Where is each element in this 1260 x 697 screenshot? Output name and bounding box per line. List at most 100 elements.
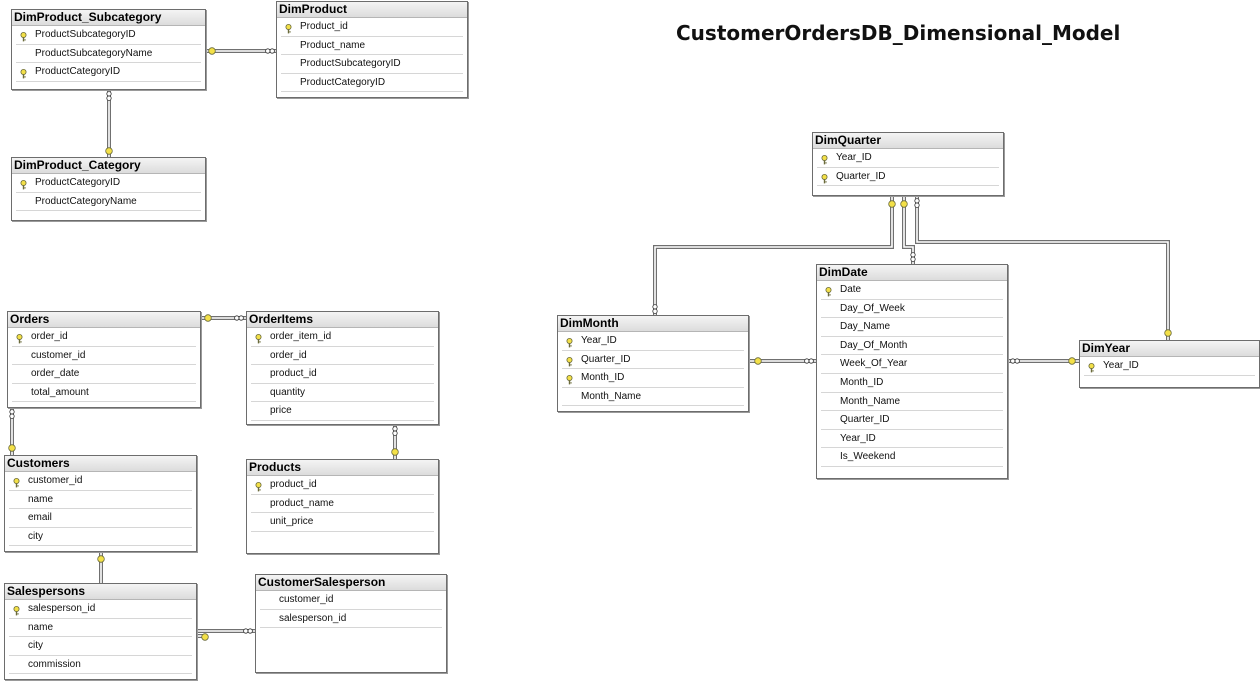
column-row[interactable]: Day_Of_Week <box>821 300 1003 319</box>
column-row[interactable]: Month_Name <box>821 393 1003 412</box>
column-row[interactable]: name <box>9 491 192 510</box>
column-row[interactable]: product_id <box>251 476 434 495</box>
column-row[interactable]: city <box>9 637 192 656</box>
column-row[interactable]: Quarter_ID <box>817 168 999 187</box>
key-endpoint-icon <box>204 314 212 322</box>
column-row[interactable]: Year_ID <box>821 430 1003 449</box>
column-row[interactable]: Day_Of_Month <box>821 337 1003 356</box>
primary-key-icon <box>565 337 574 348</box>
table-header[interactable]: DimProduct <box>277 2 467 18</box>
column-row[interactable]: Product_id <box>281 18 463 37</box>
column-name: Month_ID <box>840 376 884 388</box>
column-row[interactable]: Date <box>821 281 1003 300</box>
primary-key-icon <box>565 374 574 385</box>
primary-key-icon <box>820 154 829 165</box>
column-name: city <box>28 530 43 542</box>
column-row[interactable]: ProductCategoryID <box>16 63 201 82</box>
column-name: email <box>28 512 52 524</box>
table-header[interactable]: DimDate <box>817 265 1007 281</box>
primary-key-icon <box>1087 362 1096 373</box>
column-name: ProductCategoryID <box>35 177 121 188</box>
many-endpoint-icon <box>808 358 814 364</box>
column-name: Month_Name <box>581 390 642 402</box>
primary-key-icon <box>284 23 293 34</box>
column-row[interactable]: order_date <box>12 365 196 384</box>
table-header[interactable]: Orders <box>8 312 200 328</box>
table-header[interactable]: CustomerSalesperson <box>256 575 446 591</box>
column-row[interactable]: commission <box>9 656 192 675</box>
many-endpoint-icon <box>234 315 240 321</box>
column-row[interactable]: quantity <box>251 384 434 403</box>
table-header[interactable]: DimProduct_Subcategory <box>12 10 205 26</box>
column-row[interactable]: Year_ID <box>562 332 744 351</box>
column-row[interactable]: Is_Weekend <box>821 448 1003 467</box>
column-row[interactable]: Year_ID <box>817 149 999 168</box>
column-row[interactable]: total_amount <box>12 384 196 403</box>
column-row[interactable]: unit_price <box>251 513 434 532</box>
primary-key-icon <box>15 333 24 344</box>
column-row[interactable]: Product_name <box>281 37 463 56</box>
column-name: commission <box>28 658 81 670</box>
many-endpoint-icon <box>910 252 916 258</box>
column-row[interactable]: order_id <box>12 328 196 347</box>
column-row[interactable]: Quarter_ID <box>562 351 744 370</box>
column-row[interactable]: city <box>9 528 192 547</box>
column-row[interactable]: Day_Name <box>821 318 1003 337</box>
column-name: Quarter_ID <box>840 414 890 426</box>
many-endpoint-icon <box>238 315 244 321</box>
column-row[interactable]: ProductCategoryID <box>16 174 201 193</box>
column-row[interactable]: Quarter_ID <box>821 411 1003 430</box>
column-name: order_id <box>31 331 68 342</box>
column-row[interactable]: Year_ID <box>1084 357 1255 376</box>
column-row[interactable]: email <box>9 509 192 528</box>
column-row[interactable]: name <box>9 619 192 638</box>
table-header[interactable]: DimMonth <box>558 316 748 332</box>
column-row[interactable]: ProductSubcategoryName <box>16 45 201 64</box>
table-header[interactable]: Salespersons <box>5 584 196 600</box>
column-row[interactable]: ProductSubcategoryID <box>281 55 463 74</box>
table-header[interactable]: DimProduct_Category <box>12 158 205 174</box>
column-row[interactable]: Week_Of_Year <box>821 355 1003 374</box>
column-name: total_amount <box>31 386 89 398</box>
column-row[interactable]: Month_ID <box>562 369 744 388</box>
column-row[interactable]: salesperson_id <box>9 600 192 619</box>
table-header[interactable]: DimQuarter <box>813 133 1003 149</box>
column-row[interactable]: salesperson_id <box>260 610 442 629</box>
column-row[interactable]: customer_id <box>12 347 196 366</box>
column-row[interactable]: order_id <box>251 347 434 366</box>
column-row[interactable]: ProductCategoryName <box>16 193 201 212</box>
many-endpoint-icon <box>1014 358 1020 364</box>
column-row[interactable]: ProductCategoryID <box>281 74 463 93</box>
table-header[interactable]: DimYear <box>1080 341 1259 357</box>
column-row[interactable]: Month_Name <box>562 388 744 407</box>
column-row[interactable]: customer_id <box>9 472 192 491</box>
column-row[interactable]: ProductSubcategoryID <box>16 26 201 45</box>
column-row[interactable]: Month_ID <box>821 374 1003 393</box>
key-endpoint-icon <box>888 200 896 208</box>
column-row[interactable]: order_item_id <box>251 328 434 347</box>
table-header[interactable]: Products <box>247 460 438 476</box>
column-row[interactable]: customer_id <box>260 591 442 610</box>
column-row[interactable]: product_id <box>251 365 434 384</box>
table-header[interactable]: Customers <box>5 456 196 472</box>
column-row[interactable]: product_name <box>251 495 434 514</box>
relation-quarter-date <box>902 196 915 264</box>
column-name: Product_name <box>300 39 366 51</box>
column-row[interactable]: price <box>251 402 434 421</box>
table-header[interactable]: OrderItems <box>247 312 438 328</box>
